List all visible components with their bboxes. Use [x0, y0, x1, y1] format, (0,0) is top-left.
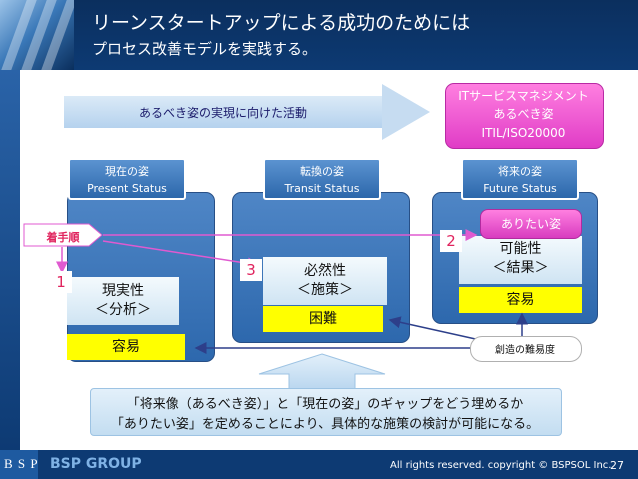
future-title-en: Future Status [483, 182, 557, 195]
future-title-ja: 将来の姿 [498, 165, 542, 178]
brand-name: BSP GROUP [50, 456, 142, 472]
transit-difficulty: 困難 [263, 306, 383, 332]
future-header: 将来の姿 Future Status [461, 158, 579, 200]
necessity-box: 必然性 ＜施策＞ [263, 257, 387, 305]
big-up-arrow [258, 353, 386, 391]
message-line-1: 「将来像（あるべき姿）」と「現在の姿」のギャップをどう埋めるか [126, 397, 524, 412]
activity-label: あるべき姿の実現に向けた活動 [138, 106, 307, 120]
present-title-ja: 現在の姿 [105, 165, 149, 178]
possibility-label: 可能性 [499, 241, 542, 257]
goal-line-1: ITサービスマネジメント [458, 89, 589, 103]
step-number-1: 1 [50, 271, 72, 293]
page-title: リーンスタートアップによる成功のためには [92, 12, 471, 34]
bsp-logo [0, 450, 38, 479]
transit-header: 転換の姿 Transit Status [263, 158, 381, 200]
goal-box [445, 83, 604, 149]
order-arrow-to-transit [102, 240, 260, 270]
ideal-state-badge: ありたい姿 [480, 209, 582, 239]
reality-label: 現実性 [102, 283, 144, 299]
copyright-text: All rights reserved. copyright © BSPSOL … [390, 460, 612, 471]
present-header: 現在の姿 Present Status [68, 158, 186, 200]
future-difficulty: 容易 [459, 287, 582, 313]
start-order-tag [23, 223, 103, 247]
page-number: 27 [610, 459, 624, 472]
present-title-en: Present Status [87, 182, 167, 195]
step-number-3: 3 [240, 259, 262, 281]
message-box [90, 388, 562, 436]
activity-arrow-head [382, 84, 430, 140]
transit-title-en: Transit Status [284, 182, 360, 195]
goal-line-2: あるべき姿 [493, 107, 554, 121]
necessity-sub: ＜施策＞ [297, 282, 353, 298]
difficulty-oval [470, 336, 582, 362]
difficulty-arrow-mid [388, 316, 481, 341]
step-number-2: 2 [440, 230, 462, 252]
bsp-logo-text: B S P [4, 456, 39, 471]
left-accent-bar [0, 70, 20, 450]
building-logo-image [0, 0, 74, 70]
necessity-label: 必然性 [304, 263, 346, 279]
present-difficulty: 容易 [67, 334, 185, 360]
possibility-sub: ＜結果＞ [492, 260, 549, 276]
transit-title-ja: 転換の姿 [300, 165, 344, 178]
goal-line-3: ITIL/ISO20000 [481, 126, 566, 140]
start-order-label: 着手順 [46, 231, 80, 244]
footer-bar [0, 450, 638, 479]
message-line-2: 「ありたい姿」を定めることにより、具体的な施策の検討が可能になる。 [110, 417, 540, 432]
activity-arrow-body [64, 96, 382, 128]
difficulty-label: 創造の難易度 [495, 345, 555, 356]
reality-box: 現実性 ＜分析＞ [67, 277, 179, 325]
header-bar [0, 0, 638, 70]
page-subtitle: プロセス改善モデルを実践する。 [92, 40, 318, 58]
possibility-box: 可能性 ＜結果＞ [459, 236, 582, 284]
reality-sub: ＜分析＞ [95, 302, 151, 318]
